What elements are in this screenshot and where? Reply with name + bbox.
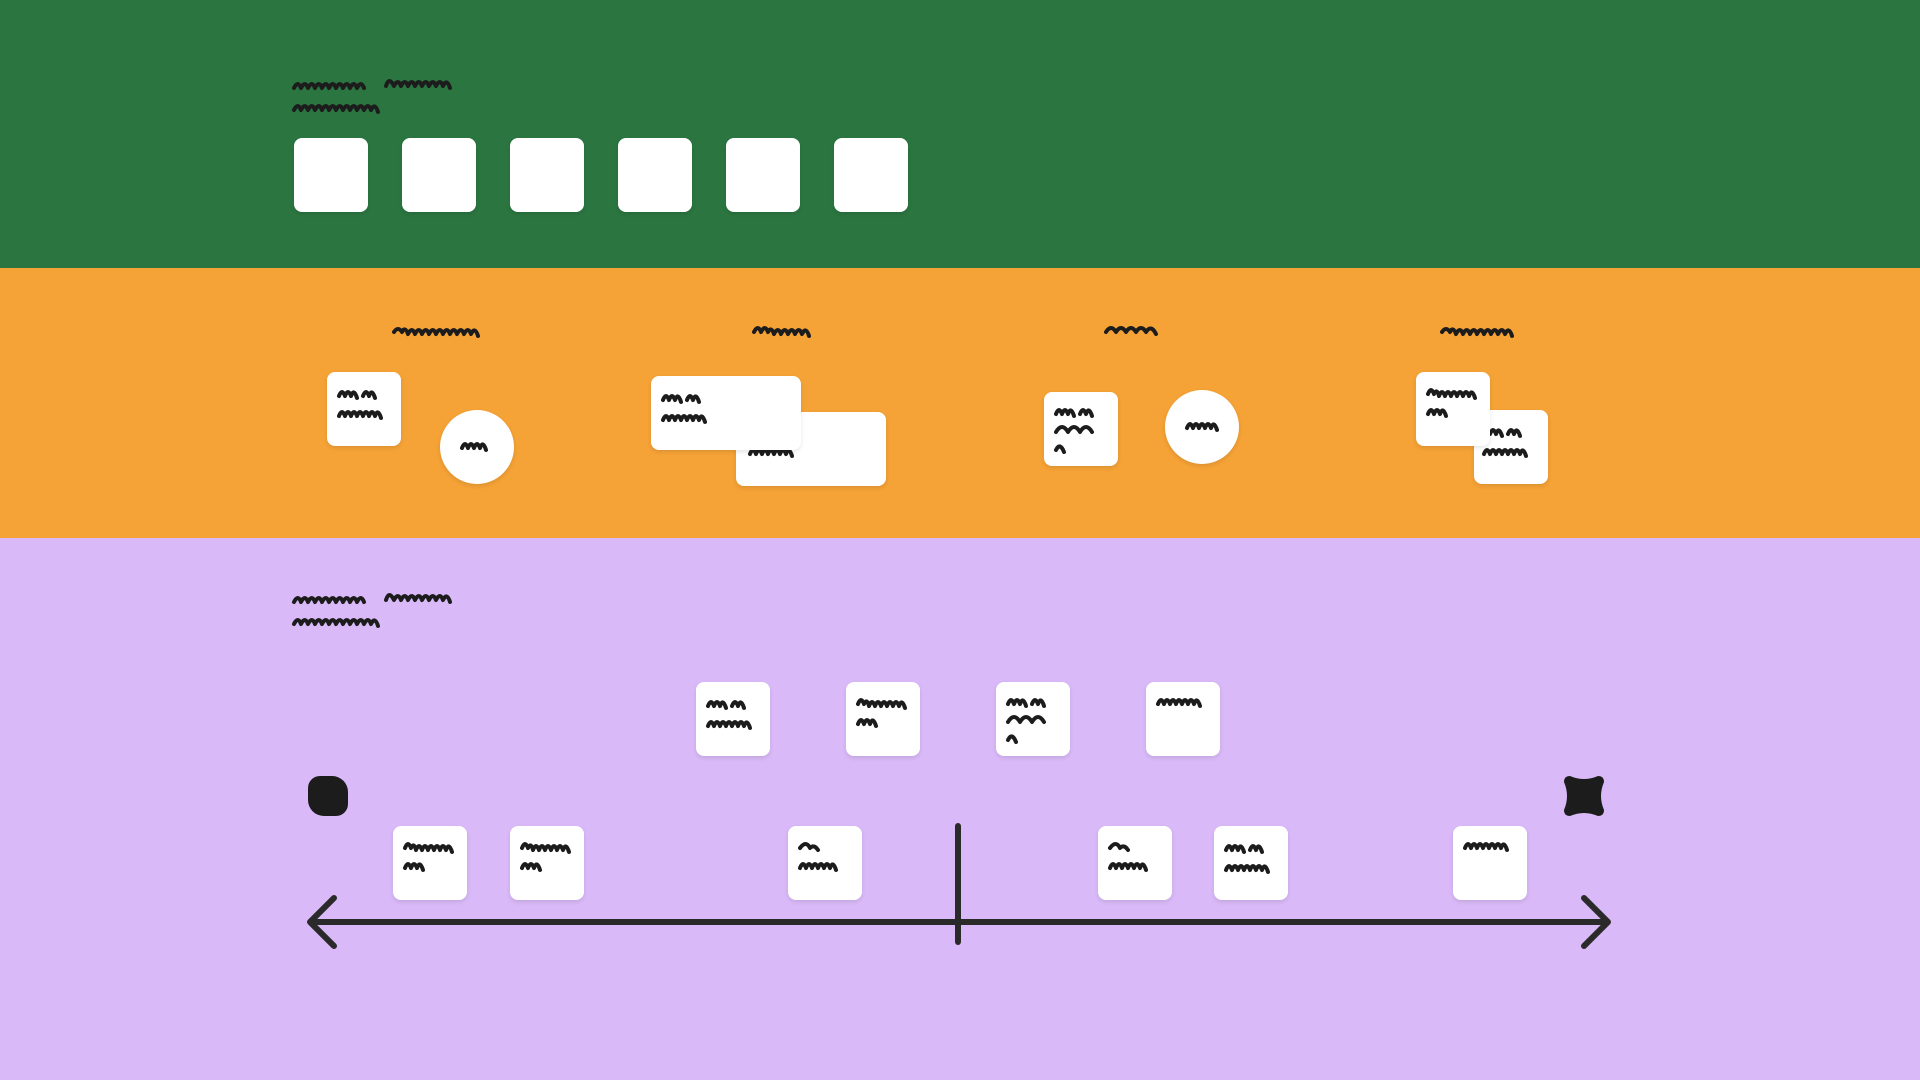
axis-card-2-scribble xyxy=(520,842,571,872)
axis-card-6[interactable] xyxy=(1453,826,1527,900)
pool-card-3[interactable] xyxy=(996,682,1070,756)
group-4-card-back[interactable] xyxy=(1474,410,1548,484)
empty-card-4[interactable] xyxy=(618,138,692,212)
axis-card-4[interactable] xyxy=(1098,826,1172,900)
group-1-circle-scribble xyxy=(460,442,488,452)
top-band xyxy=(0,0,1920,268)
group-4-card-front[interactable] xyxy=(1416,372,1490,446)
axis-card-6-scribble xyxy=(1463,842,1509,852)
axis-card-5-scribble xyxy=(1224,844,1270,874)
group-3-circle[interactable] xyxy=(1165,390,1239,464)
pool-card-1[interactable] xyxy=(696,682,770,756)
top-heading-scribble xyxy=(292,79,452,114)
rounded-square-icon xyxy=(308,776,348,816)
group-1-label-scribble xyxy=(392,327,480,338)
empty-card-3[interactable] xyxy=(510,138,584,212)
group-4-label-scribble xyxy=(1440,327,1514,338)
axis-card-3-scribble xyxy=(798,842,838,872)
pool-card-2-scribble xyxy=(856,698,907,728)
group-2-label-scribble xyxy=(752,326,811,338)
empty-card-5[interactable] xyxy=(726,138,800,212)
axis-right-arrowhead xyxy=(1581,895,1611,949)
group-4-card-back-scribble xyxy=(1482,428,1528,458)
axis-card-4-scribble xyxy=(1108,842,1148,872)
pool-card-3-scribble xyxy=(1006,698,1046,744)
axis-left-arrowhead xyxy=(307,895,337,949)
bottom-heading-scribble xyxy=(292,593,452,628)
pool-card-1-scribble xyxy=(706,700,752,730)
group-3-card[interactable] xyxy=(1044,392,1118,466)
pool-card-2[interactable] xyxy=(846,682,920,756)
group-2-card-back-scribble xyxy=(748,448,794,458)
axis-card-5[interactable] xyxy=(1214,826,1288,900)
group-3-label-scribble xyxy=(1104,326,1158,336)
middle-band xyxy=(0,268,1920,538)
empty-card-2[interactable] xyxy=(402,138,476,212)
group-1-card[interactable] xyxy=(327,372,401,446)
group-1-card-scribble xyxy=(337,390,383,420)
cross-shaped-icon xyxy=(1564,776,1604,816)
group-2-card-front-scribble xyxy=(661,394,707,424)
group-4-card-front-scribble xyxy=(1426,388,1477,418)
group-1-circle[interactable] xyxy=(440,410,514,484)
group-2-card-front[interactable] xyxy=(651,376,801,450)
group-3-circle-scribble xyxy=(1185,422,1219,432)
group-3-card-scribble xyxy=(1054,408,1094,454)
axis-card-3[interactable] xyxy=(788,826,862,900)
bottom-band xyxy=(0,538,1920,1080)
axis-card-1-scribble xyxy=(403,842,454,872)
pool-card-4[interactable] xyxy=(1146,682,1220,756)
axis-card-1[interactable] xyxy=(393,826,467,900)
empty-card-6[interactable] xyxy=(834,138,908,212)
axis-card-2[interactable] xyxy=(510,826,584,900)
empty-card-1[interactable] xyxy=(294,138,368,212)
pool-card-4-scribble xyxy=(1156,698,1202,708)
axis xyxy=(307,823,1611,949)
